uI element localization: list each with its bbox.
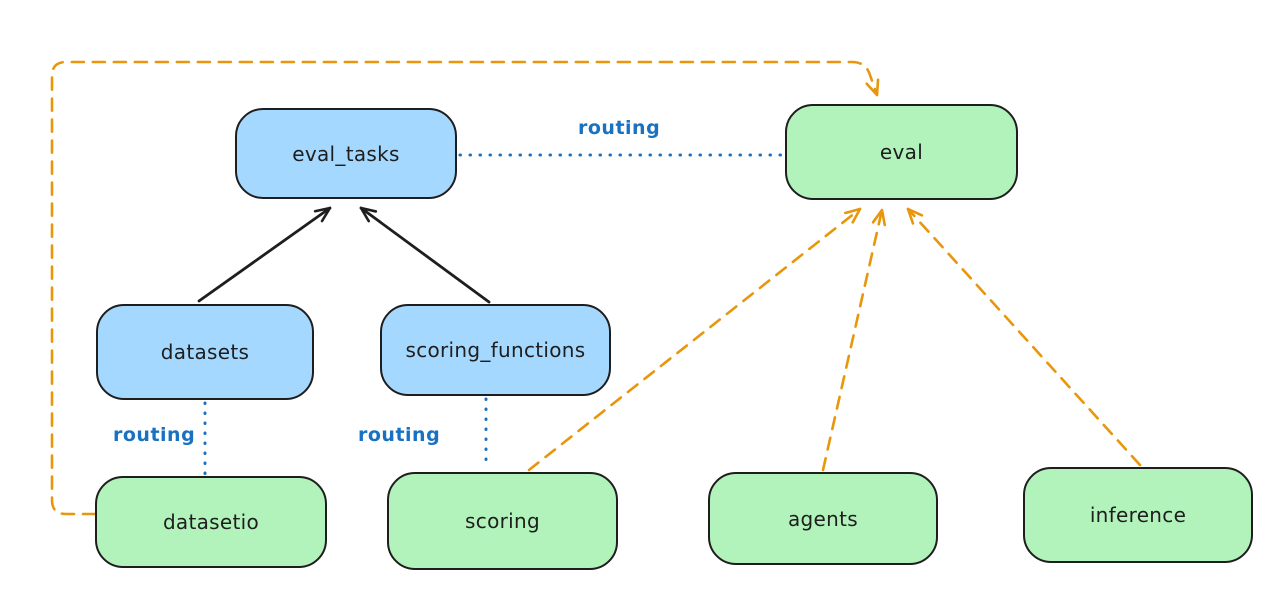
node-agents-label: agents (788, 506, 858, 531)
edge-datasetio-to-eval-loop (50, 60, 880, 516)
edge-scoring-to-eval (527, 207, 862, 472)
node-agents: agents (708, 472, 938, 565)
node-scoring: scoring (387, 472, 618, 570)
routing-label-datasets-datasetio: routing (113, 424, 196, 446)
node-inference: inference (1023, 467, 1253, 563)
node-scoring-functions: scoring_functions (380, 304, 611, 396)
node-datasets-label: datasets (160, 340, 250, 364)
edge-scoring-functions-to-eval-tasks (359, 206, 491, 304)
node-eval-tasks: eval_tasks (235, 108, 457, 199)
edge-agents-to-eval (821, 208, 887, 472)
node-scoring-label: scoring (465, 509, 540, 533)
node-eval-tasks-label: eval_tasks (292, 141, 400, 166)
edge-inference-to-eval (906, 207, 1142, 467)
node-inference-label: inference (1089, 503, 1187, 527)
node-datasets: datasets (96, 304, 314, 400)
node-datasetio: datasetio (95, 476, 327, 568)
node-datasetio-label: datasetio (162, 510, 260, 534)
node-scoring-functions-label: scoring_functions (405, 338, 586, 362)
routing-label-eval-tasks-eval: routing (578, 117, 661, 139)
routing-label-scoring-functions-scoring: routing (358, 424, 441, 446)
node-eval-label: eval (879, 140, 924, 164)
edge-datasets-to-eval-tasks (197, 206, 332, 303)
node-eval: eval (785, 104, 1018, 200)
